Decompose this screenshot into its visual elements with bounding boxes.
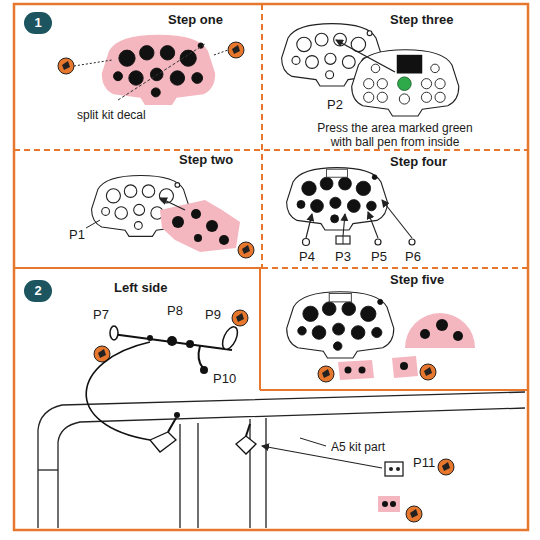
part-number: P4 xyxy=(298,250,316,264)
part-number: P7 xyxy=(92,308,110,322)
step-panel: Step two xyxy=(14,150,262,268)
part-number: P5 xyxy=(370,250,388,264)
step-number: 2 xyxy=(24,280,52,302)
step-panel: Step one 1 xyxy=(14,4,262,150)
step-number: 1 xyxy=(24,12,52,34)
part-number: P10 xyxy=(212,372,237,386)
note-text: Press the area marked green with ball pe… xyxy=(306,121,484,149)
part-number: P1 xyxy=(68,228,86,242)
step-heading: Step four xyxy=(390,154,447,169)
step-panel: Step five xyxy=(260,268,528,390)
part-number: P11 xyxy=(412,456,436,470)
step-badge: 1 xyxy=(24,12,52,34)
step-heading: Step five xyxy=(390,272,444,287)
step-heading: Left side xyxy=(114,280,167,295)
note-text: split kit decal xyxy=(76,108,147,122)
note-text: A5 kit part xyxy=(330,440,386,454)
part-number: P9 xyxy=(204,308,222,322)
step-heading: Step one xyxy=(168,12,223,27)
part-number: P3 xyxy=(334,250,352,264)
step-badge: 2 xyxy=(24,280,52,302)
part-number: P6 xyxy=(404,250,422,264)
step-heading: Step two xyxy=(179,152,233,167)
part-number: P2 xyxy=(326,98,344,112)
step-heading: Step three xyxy=(390,12,454,27)
part-number: P8 xyxy=(166,304,184,318)
